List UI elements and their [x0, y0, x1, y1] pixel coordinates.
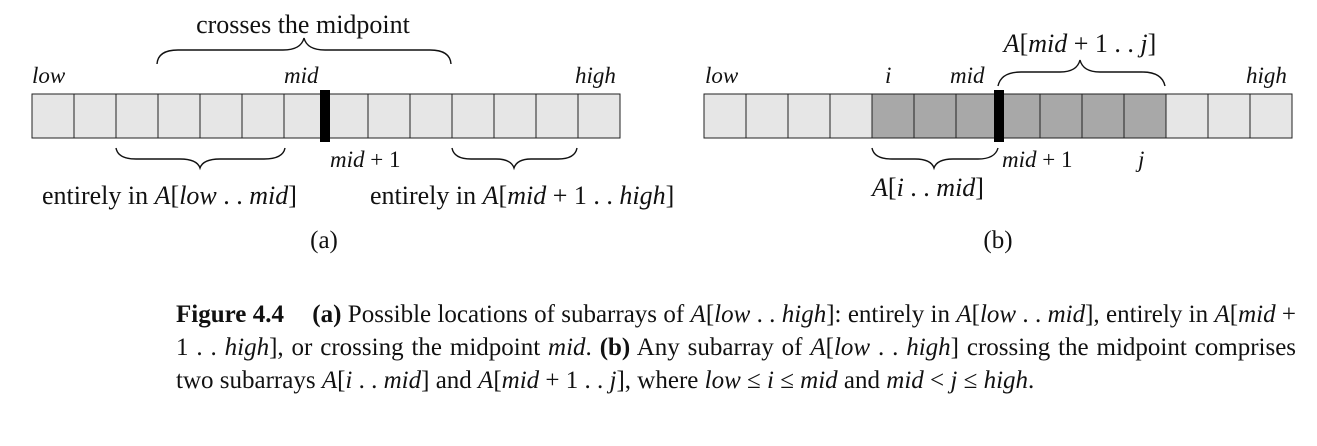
subarray-figure: crosses the midpoint low mid high mid + … [31, 10, 1293, 254]
array-cell [157, 93, 201, 139]
array-cell [1165, 93, 1209, 139]
array-cell [73, 93, 117, 139]
j-label-b: j [1135, 147, 1144, 172]
array-cell [31, 93, 75, 139]
low-label-b: low [705, 63, 739, 88]
mid-plus-1-label-a: mid + 1 [330, 147, 400, 172]
array-cell [787, 93, 831, 139]
panel-a: crosses the midpoint low mid high mid + … [31, 10, 674, 254]
midpoint-divider-b [994, 90, 1004, 142]
array-a [31, 93, 621, 139]
mid-label-b: mid [950, 63, 985, 88]
bottom-brace-label-b: A[i . . mid] [870, 173, 984, 202]
array-cell [325, 93, 369, 139]
left-brace-a [115, 147, 286, 171]
i-label-b: i [885, 63, 891, 88]
panel-label-b: (b) [983, 227, 1012, 254]
midpoint-divider-a [320, 90, 330, 142]
array-cell [955, 93, 999, 139]
array-cell [493, 93, 537, 139]
array-cell [451, 93, 495, 139]
array-cell [1249, 93, 1293, 139]
figure-number: Figure 4.4 [176, 301, 284, 328]
array-b [703, 93, 1293, 139]
array-cell [535, 93, 579, 139]
array-cell [1081, 93, 1125, 139]
top-brace-b [997, 59, 1166, 87]
array-cell [997, 93, 1041, 139]
figure-caption: Figure 4.4 (a) Possible locations of sub… [176, 301, 1297, 394]
top-brace-label-b: A[mid + 1 . . j] [1002, 29, 1157, 58]
array-cell [283, 93, 327, 139]
array-cell [1207, 93, 1251, 139]
caption-b-label: (b) [599, 334, 631, 361]
top-brace-label-a: crosses the midpoint [196, 10, 411, 39]
panel-label-a: (a) [310, 227, 338, 254]
right-brace-label-a: entirely in A[mid + 1 . . high] [370, 181, 674, 210]
array-cell [409, 93, 453, 139]
low-label-a: low [32, 63, 66, 88]
array-cell [367, 93, 411, 139]
array-cell [577, 93, 621, 139]
array-cell [1039, 93, 1083, 139]
array-cell [115, 93, 159, 139]
array-cell [829, 93, 873, 139]
mid-plus-1-label-b: mid + 1 [1002, 147, 1072, 172]
mid-label-a: mid [284, 63, 319, 88]
bottom-brace-b [871, 147, 999, 171]
array-cell [703, 93, 747, 139]
array-cell [199, 93, 243, 139]
right-brace-a [451, 147, 578, 171]
array-cell [913, 93, 957, 139]
array-cell [241, 93, 285, 139]
array-cell [1123, 93, 1167, 139]
high-label-a: high [575, 63, 616, 88]
top-brace-a [156, 37, 452, 65]
high-label-b: high [1246, 63, 1287, 88]
panel-b: A[mid + 1 . . j] low i mid high mid + 1 … [703, 29, 1293, 254]
array-cell [745, 93, 789, 139]
caption-a-label: (a) [312, 301, 342, 328]
array-cell [871, 93, 915, 139]
left-brace-label-a: entirely in A[low . . mid] [42, 181, 297, 210]
